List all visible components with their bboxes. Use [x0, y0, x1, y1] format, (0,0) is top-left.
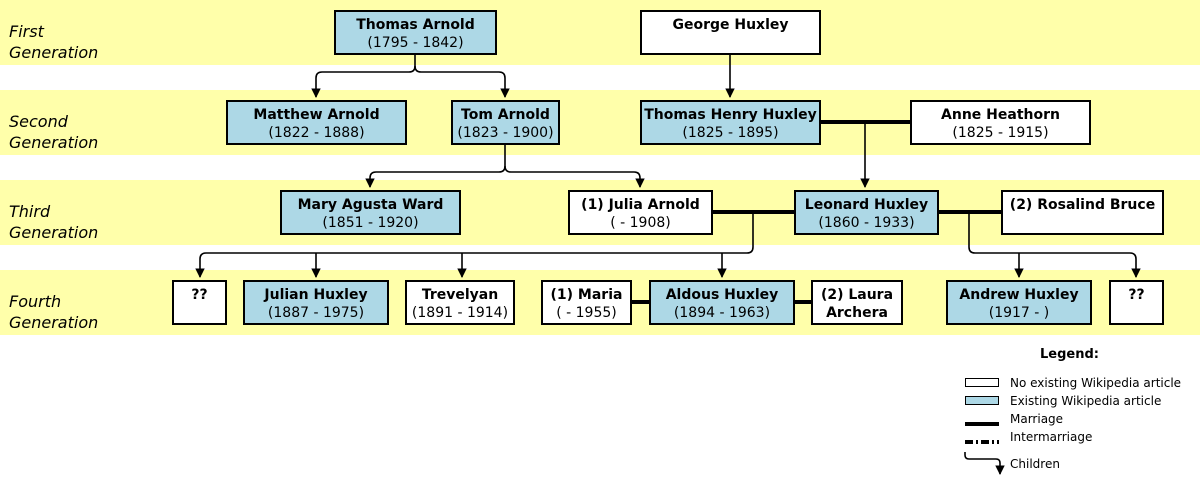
- person-maria: (1) Maria ( - 1955): [541, 280, 632, 325]
- legend-children-label: Children: [1010, 457, 1060, 471]
- person-aldous-huxley: Aldous Huxley (1894 - 1963): [649, 280, 795, 325]
- person-name: Julian Huxley: [264, 287, 368, 303]
- person-name: Leonard Huxley: [804, 197, 929, 213]
- person-thomas-arnold: Thomas Arnold (1795 - 1842): [334, 10, 497, 55]
- person-leonard-huxley: Leonard Huxley (1860 - 1933): [794, 190, 939, 235]
- person-unknown-child-2: ??: [1109, 280, 1164, 325]
- person-name-continued: Archera: [826, 305, 888, 321]
- person-years: (1887 - 1975): [267, 305, 365, 321]
- person-george-huxley: George Huxley: [640, 10, 821, 55]
- person-julia-arnold: (1) Julia Arnold ( - 1908): [568, 190, 713, 235]
- person-mary-agusta-ward: Mary Agusta Ward (1851 - 1920): [280, 190, 461, 235]
- person-name: Aldous Huxley: [665, 287, 779, 303]
- person-name: Tom Arnold: [461, 107, 550, 123]
- person-years: (1851 - 1920): [322, 215, 419, 231]
- person-thomas-henry-huxley: Thomas Henry Huxley (1825 - 1895): [640, 100, 821, 145]
- person-name: Trevelyan: [421, 287, 499, 303]
- person-julian-huxley: Julian Huxley (1887 - 1975): [243, 280, 389, 325]
- child-link-tom-arnold: [365, 145, 506, 188]
- person-years: (1825 - 1915): [952, 125, 1049, 141]
- person-name: (2) Laura: [820, 287, 894, 303]
- legend-title: Legend:: [1040, 347, 1099, 362]
- person-name: ??: [1128, 287, 1145, 303]
- person-name: ??: [191, 287, 208, 303]
- person-years: (1860 - 1933): [818, 215, 915, 231]
- person-name: (1) Maria: [550, 287, 623, 303]
- legend-children-symbol: [964, 452, 1005, 475]
- legend-marriage-label: Marriage: [1010, 412, 1064, 426]
- child-link-tom-arnold-2: [504, 165, 645, 188]
- person-years: (1795 - 1842): [367, 35, 464, 51]
- person-years: (1823 - 1900): [457, 125, 554, 141]
- legend-article-swatch: [965, 396, 999, 405]
- person-andrew-huxley: Andrew Huxley (1917 - ): [946, 280, 1092, 325]
- child-link-leonard-rosalind: [968, 212, 1141, 278]
- legend-no-article-label: No existing Wikipedia article: [1010, 376, 1182, 390]
- person-anne-heathorn: Anne Heathorn (1825 - 1915): [910, 100, 1091, 145]
- generation-label-fourth: Fourth Generation: [9, 292, 99, 332]
- person-name: Mary Agusta Ward: [297, 197, 444, 213]
- person-years: (1891 - 1914): [411, 305, 509, 321]
- person-name: Thomas Arnold: [356, 17, 475, 33]
- child-link-thomas-arnold-2: [414, 65, 510, 98]
- person-laura-archera: (2) Laura Archera: [811, 280, 903, 325]
- person-years: ( - 1908): [610, 215, 671, 231]
- person-name: George Huxley: [672, 17, 789, 33]
- person-matthew-arnold: Matthew Arnold (1822 - 1888): [226, 100, 407, 145]
- person-tom-arnold: Tom Arnold (1823 - 1900): [451, 100, 560, 145]
- child-link-thomas-arnold: [311, 55, 416, 98]
- person-name: Anne Heathorn: [941, 107, 1060, 123]
- generation-label-first: First Generation: [9, 22, 99, 62]
- person-years: (1822 - 1888): [268, 125, 365, 141]
- legend-intermarriage-label: Intermarriage: [1010, 430, 1093, 444]
- generation-label-second: Second Generation: [9, 112, 99, 152]
- legend-article-label: Existing Wikipedia article: [1010, 394, 1162, 408]
- person-name: (1) Julia Arnold: [581, 197, 700, 213]
- person-trevelyan: Trevelyan (1891 - 1914): [405, 280, 515, 325]
- generation-label-third: Third Generation: [9, 202, 99, 242]
- person-unknown-child: ??: [172, 280, 227, 325]
- generation-band-1: [0, 0, 1200, 65]
- child-link-leonard-julia: [195, 212, 754, 278]
- person-name: Andrew Huxley: [959, 287, 1079, 303]
- person-years: (1917 - ): [988, 305, 1050, 321]
- person-years: (1825 - 1895): [682, 125, 779, 141]
- person-name: Thomas Henry Huxley: [644, 107, 817, 123]
- person-name: Matthew Arnold: [253, 107, 380, 123]
- legend-no-article-swatch: [965, 378, 999, 387]
- person-years: (1894 - 1963): [673, 305, 771, 321]
- person-name: (2) Rosalind Bruce: [1009, 197, 1156, 213]
- person-rosalind-bruce: (2) Rosalind Bruce: [1001, 190, 1164, 235]
- person-years: ( - 1955): [556, 305, 617, 321]
